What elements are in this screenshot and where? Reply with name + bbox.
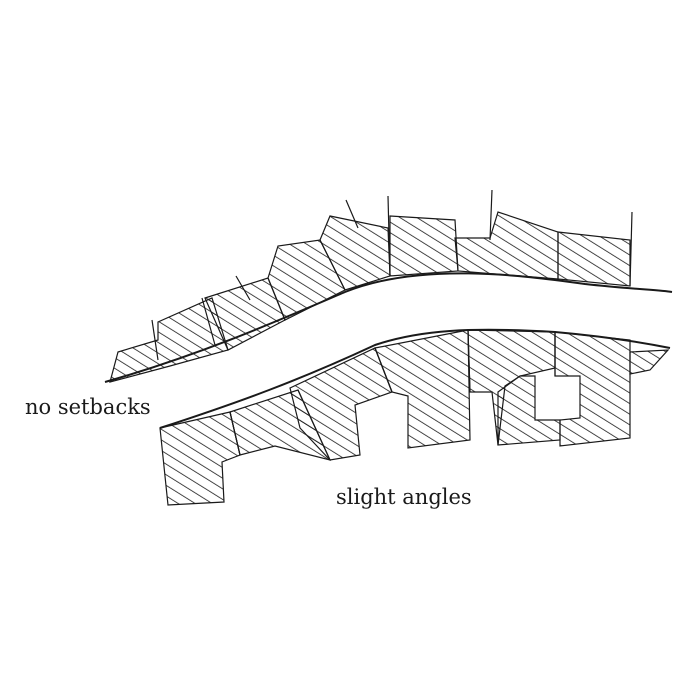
- lower-building-7: [554, 331, 631, 447]
- upper-building-5: [389, 215, 459, 277]
- upper-building-7: [557, 231, 631, 287]
- label-slight-angles: slight angles: [336, 485, 472, 509]
- lower-building-row: [159, 329, 670, 506]
- upper-building-6: [454, 211, 559, 280]
- upper-building-row: [109, 189, 633, 383]
- lower-building-6: [497, 375, 561, 446]
- lower-wall-lines: [229, 329, 556, 461]
- lower-street-edge: [159, 328, 671, 429]
- label-no-setbacks: no setbacks: [25, 395, 151, 419]
- lower-building-1: [159, 411, 241, 506]
- upper-street-edge: [104, 272, 673, 383]
- lower-building-8: [629, 349, 670, 375]
- upper-wall-ticks: [151, 189, 633, 361]
